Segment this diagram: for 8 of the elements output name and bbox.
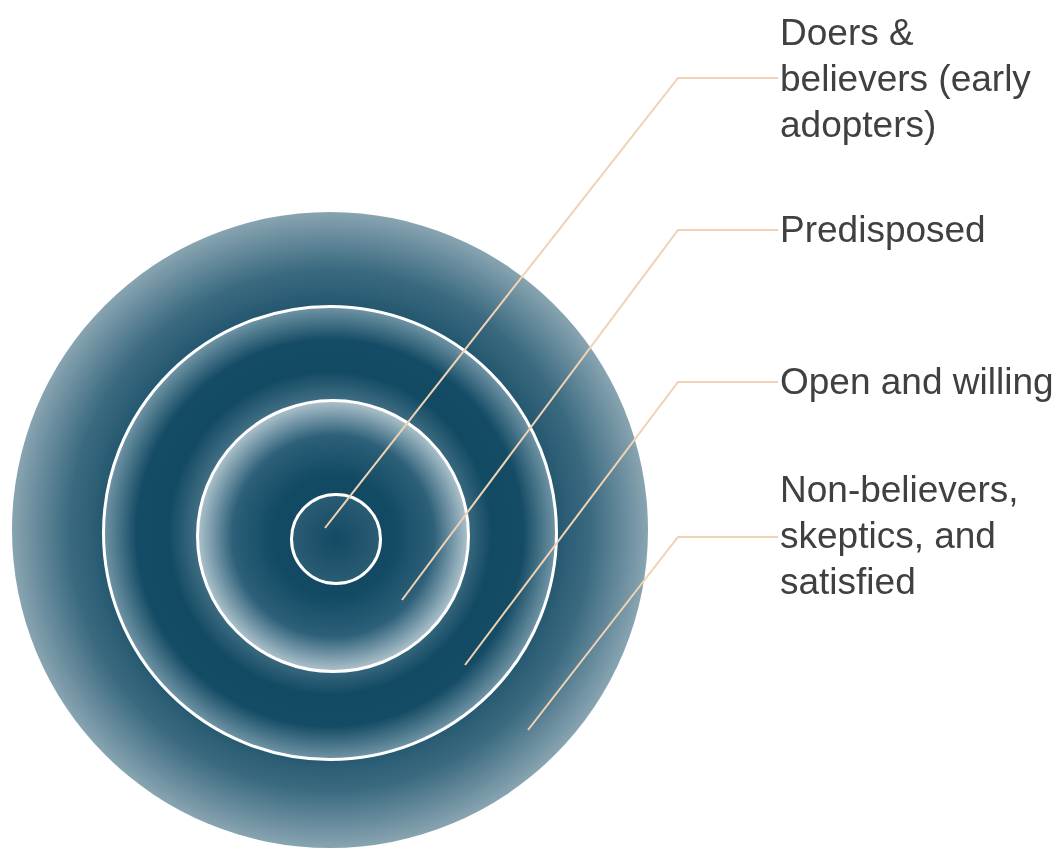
leader-line xyxy=(401,229,779,601)
leader-line xyxy=(527,536,779,731)
segment-label: Non-believers, skeptics, and satisfied xyxy=(780,467,1060,605)
segment-label: Predisposed xyxy=(780,207,1060,253)
segment-label: Open and willing xyxy=(780,359,1060,405)
leader-line xyxy=(324,77,779,529)
leader-line xyxy=(464,381,779,666)
segment-label: Doers & believers (early adopters) xyxy=(780,10,1060,148)
